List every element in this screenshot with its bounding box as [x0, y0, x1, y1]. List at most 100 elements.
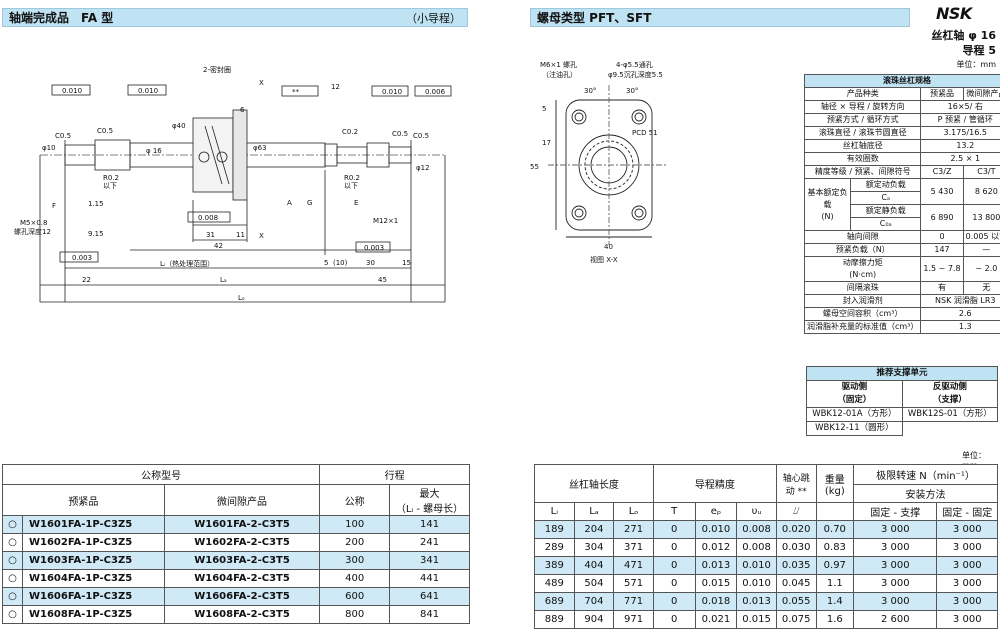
runout-icon: ⌰	[776, 503, 816, 521]
dim-12: 12	[331, 83, 340, 91]
runout-stars: **	[292, 88, 300, 96]
cell-la: 204	[574, 521, 614, 539]
col-lo: Lₒ	[614, 503, 654, 521]
right-section-header: 螺母类型 PFT、SFT	[530, 8, 910, 27]
row-radio-icon[interactable]: ○	[3, 552, 23, 570]
table-row: ○ W1603FA-1P-C3Z5 W1603FA-2-C3T5 300 341	[3, 552, 470, 570]
spec-row-label: 螺母空间容积（cm³）	[805, 308, 921, 321]
cell-speed-fs: 3 000	[854, 521, 937, 539]
row-radio-icon[interactable]: ○	[3, 606, 23, 624]
cell-lo: 371	[614, 539, 654, 557]
row-radio-icon[interactable]: ○	[3, 516, 23, 534]
dim-9-15: 9.15	[88, 230, 104, 238]
lead-value: 导程 5	[963, 42, 996, 58]
col-shaft-length: 丝杠轴长度	[535, 465, 654, 503]
table-row: ○ W1604FA-1P-C3Z5 W1604FA-2-C3T5 400 441	[3, 570, 470, 588]
dim-45: 45	[378, 276, 387, 284]
cell-la: 704	[574, 593, 614, 611]
spec-cell: 147	[921, 244, 963, 257]
cell-vu: 0.008	[737, 539, 777, 557]
dim-31: 31	[206, 231, 215, 239]
col-micro: 微间隙产品	[164, 485, 320, 516]
cell-la: 304	[574, 539, 614, 557]
cell-weight: 1.4	[816, 593, 854, 611]
row-radio-icon[interactable]: ○	[3, 570, 23, 588]
dim-30: 30	[366, 259, 375, 267]
cell-runout: 0.045	[776, 575, 816, 593]
table-row: ○ W1602FA-1P-C3Z5 W1602FA-2-C3T5 200 241	[3, 534, 470, 552]
height-55: 55	[530, 163, 539, 171]
col-stroke: 行程	[320, 465, 470, 485]
dimension-table: 丝杠轴长度 导程精度 轴心跳动 ** 重量(kg) 极限转速 N（min⁻¹） …	[534, 464, 998, 629]
dim-li: Lᵢ（热处理范围）	[160, 259, 214, 268]
dim-42: 42	[214, 242, 223, 250]
col-li: Lᵢ	[535, 503, 575, 521]
spec-cell: 有	[921, 282, 963, 295]
cell-weight: 0.70	[816, 521, 854, 539]
pcd-label: PCD 51	[632, 129, 658, 137]
static-load-symbol: C₀ₐ	[851, 218, 921, 231]
cell-speed-fs: 3 000	[854, 575, 937, 593]
cell-la: 504	[574, 575, 614, 593]
cell-speed-fs: 3 000	[854, 593, 937, 611]
spec-cell: 6 890	[921, 205, 963, 231]
spec-cell: 8 620	[963, 179, 1000, 205]
cell-weight: 0.83	[816, 539, 854, 557]
spec-row-label: 滚珠直径 / 滚珠节圆直径	[805, 127, 921, 140]
datum-a: A	[287, 199, 292, 207]
col-nominal: 公称	[320, 485, 390, 516]
cell-ep: 0.021	[695, 611, 737, 629]
load-unit: (N)	[821, 212, 833, 221]
support-table-title: 推荐支撑单元	[807, 367, 998, 381]
spec-row-label: 轴径 × 导程 / 旋转方向	[805, 101, 921, 114]
stroke-nominal: 600	[320, 588, 390, 606]
spec-cell: 16×5/ 右	[921, 101, 1000, 114]
stroke-nominal: 800	[320, 606, 390, 624]
cell-weight: 1.6	[816, 611, 854, 629]
dim-15: 15	[402, 259, 411, 267]
datum-g: G	[307, 199, 312, 207]
nut-diameter-label: φ40	[172, 122, 186, 130]
dim-la: Lₐ	[220, 276, 227, 284]
table-row: ○ W1608FA-1P-C3Z5 W1608FA-2-C3T5 800 841	[3, 606, 470, 624]
cell-runout: 0.020	[776, 521, 816, 539]
spec-cell: 2.6	[921, 308, 1000, 321]
cell-ep: 0.010	[695, 521, 737, 539]
spec-cell: P 预紧 / 管循环	[921, 114, 1000, 127]
cell-weight: 0.97	[816, 557, 854, 575]
spec-cell: C3/T	[963, 166, 1000, 179]
spec-row-label: 丝杠轴底径	[805, 140, 921, 153]
row-radio-icon[interactable]: ○	[3, 534, 23, 552]
driven-side-sub: （支撑）	[933, 395, 967, 405]
tol-0-003-f: 0.003	[72, 254, 92, 262]
dynamic-load-symbol: Cₐ	[851, 192, 921, 205]
view-xx-caption: 视图 X-X	[590, 255, 618, 264]
col-t: T	[653, 503, 695, 521]
radius-left-note: 以下	[103, 182, 117, 190]
spec-cell: 13.2	[921, 140, 1000, 153]
table-row: 389 404 471 0 0.013 0.010 0.035 0.97 3 0…	[535, 557, 998, 575]
chamfer-right: C0.5	[392, 130, 408, 138]
cell-weight: 1.1	[816, 575, 854, 593]
drive-side-header: 驱动侧（固定）	[807, 381, 903, 408]
support-unit-table: 推荐支撑单元 驱动侧（固定） 反驱动侧（支撑） WBK12-01A（方形）WBK…	[806, 366, 998, 436]
cell-t: 0	[653, 539, 695, 557]
torque-unit: (N·cm)	[849, 270, 876, 279]
stroke-max: 141	[390, 516, 470, 534]
stroke-nominal: 300	[320, 552, 390, 570]
spec-cell: 13 800	[963, 205, 1000, 231]
left-section-header: 轴端完成品 FA 型 （小导程）	[2, 8, 468, 27]
spec-cell: 0	[921, 231, 963, 244]
table-row: 689 704 771 0 0.018 0.013 0.055 1.4 3 00…	[535, 593, 998, 611]
tol-left-2: 0.010	[138, 87, 158, 95]
spec-row-label: 封入润滑剂	[805, 295, 921, 308]
table-row: 489 504 571 0 0.015 0.010 0.045 1.1 3 00…	[535, 575, 998, 593]
cell-speed-fs: 2 600	[854, 611, 937, 629]
load-group-text: 基本额定负载	[808, 188, 848, 209]
stroke-max: 841	[390, 606, 470, 624]
support-cell: WBK12-01A（方形）	[807, 408, 903, 422]
micro-model: W1604FA-2-C3T5	[164, 570, 320, 588]
unit-label: 单位：mm	[956, 59, 996, 70]
oil-hole-note: （注油孔）	[542, 70, 577, 79]
row-radio-icon[interactable]: ○	[3, 588, 23, 606]
